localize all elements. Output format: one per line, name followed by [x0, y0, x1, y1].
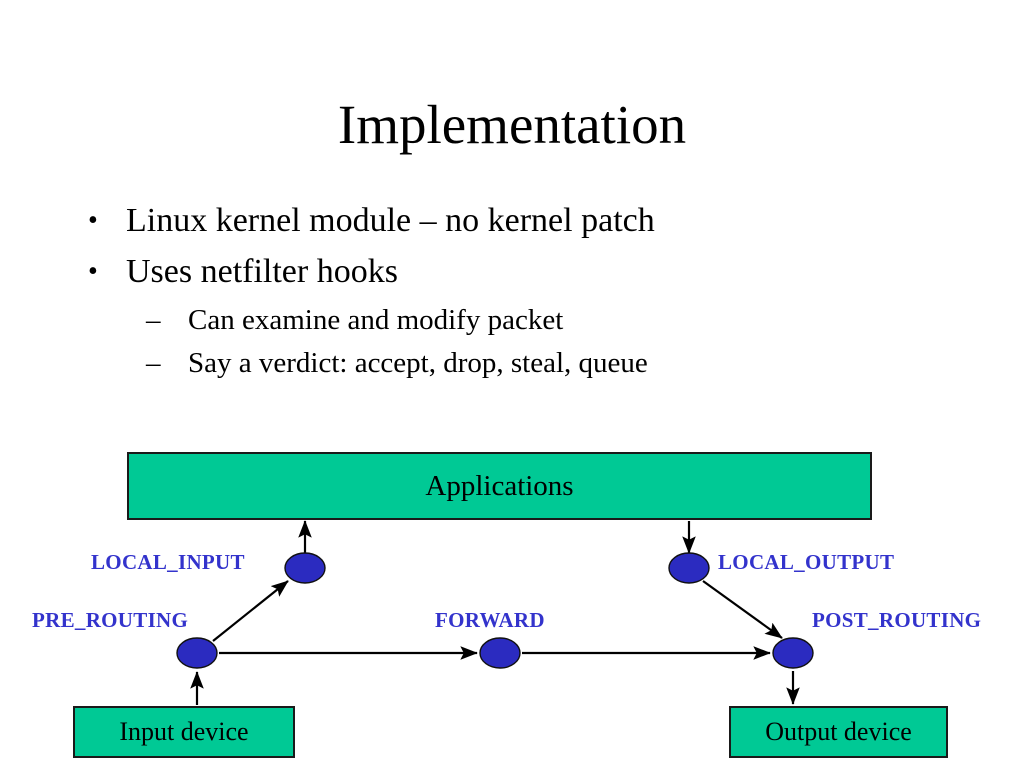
dash-marker-icon: – [146, 347, 161, 379]
edge-local-output-to-post-routing [702, 580, 783, 639]
bullet-item-4: – Say a verdict: accept, drop, steal, qu… [84, 342, 964, 385]
dash-marker-icon: – [146, 304, 161, 336]
hook-label-pre-routing: PRE_ROUTING [32, 608, 189, 632]
input-device-box: Input device [73, 706, 295, 758]
output-device-box: Output device [729, 706, 948, 758]
hook-label-post-routing: POST_ROUTING [812, 608, 982, 632]
edge-pre-routing-to-local-input [212, 580, 289, 642]
bullet-marker-icon: • [88, 256, 98, 287]
hook-label-forward: FORWARD [435, 608, 545, 632]
bullet-item-2: • Uses netfilter hooks [84, 248, 964, 295]
hook-node-pre-routing[interactable] [176, 637, 218, 669]
hook-node-local-output[interactable] [668, 552, 710, 584]
hook-label-local-input: LOCAL_INPUT [91, 550, 245, 574]
hook-node-local-input[interactable] [284, 552, 326, 584]
page-title: Implementation [337, 94, 687, 155]
bullet-list: • Linux kernel module – no kernel patch … [84, 197, 964, 385]
bullet-text: Linux kernel module – no kernel patch [126, 202, 655, 239]
bullet-marker-icon: • [88, 205, 98, 236]
output-device-box-label: Output device [765, 717, 912, 746]
hook-label-local-output: LOCAL_OUTPUT [718, 550, 895, 574]
applications-box: Applications [127, 452, 872, 520]
applications-box-label: Applications [425, 469, 574, 502]
bullet-item-3: – Can examine and modify packet [84, 299, 964, 342]
input-device-box-label: Input device [119, 717, 249, 746]
bullet-text: Uses netfilter hooks [126, 253, 398, 290]
bullet-item-1: • Linux kernel module – no kernel patch [84, 197, 964, 244]
bullet-text: Can examine and modify packet [188, 304, 564, 336]
hook-node-post-routing[interactable] [772, 637, 814, 669]
bullet-text: Say a verdict: accept, drop, steal, queu… [188, 347, 648, 379]
hook-node-forward[interactable] [479, 637, 521, 669]
